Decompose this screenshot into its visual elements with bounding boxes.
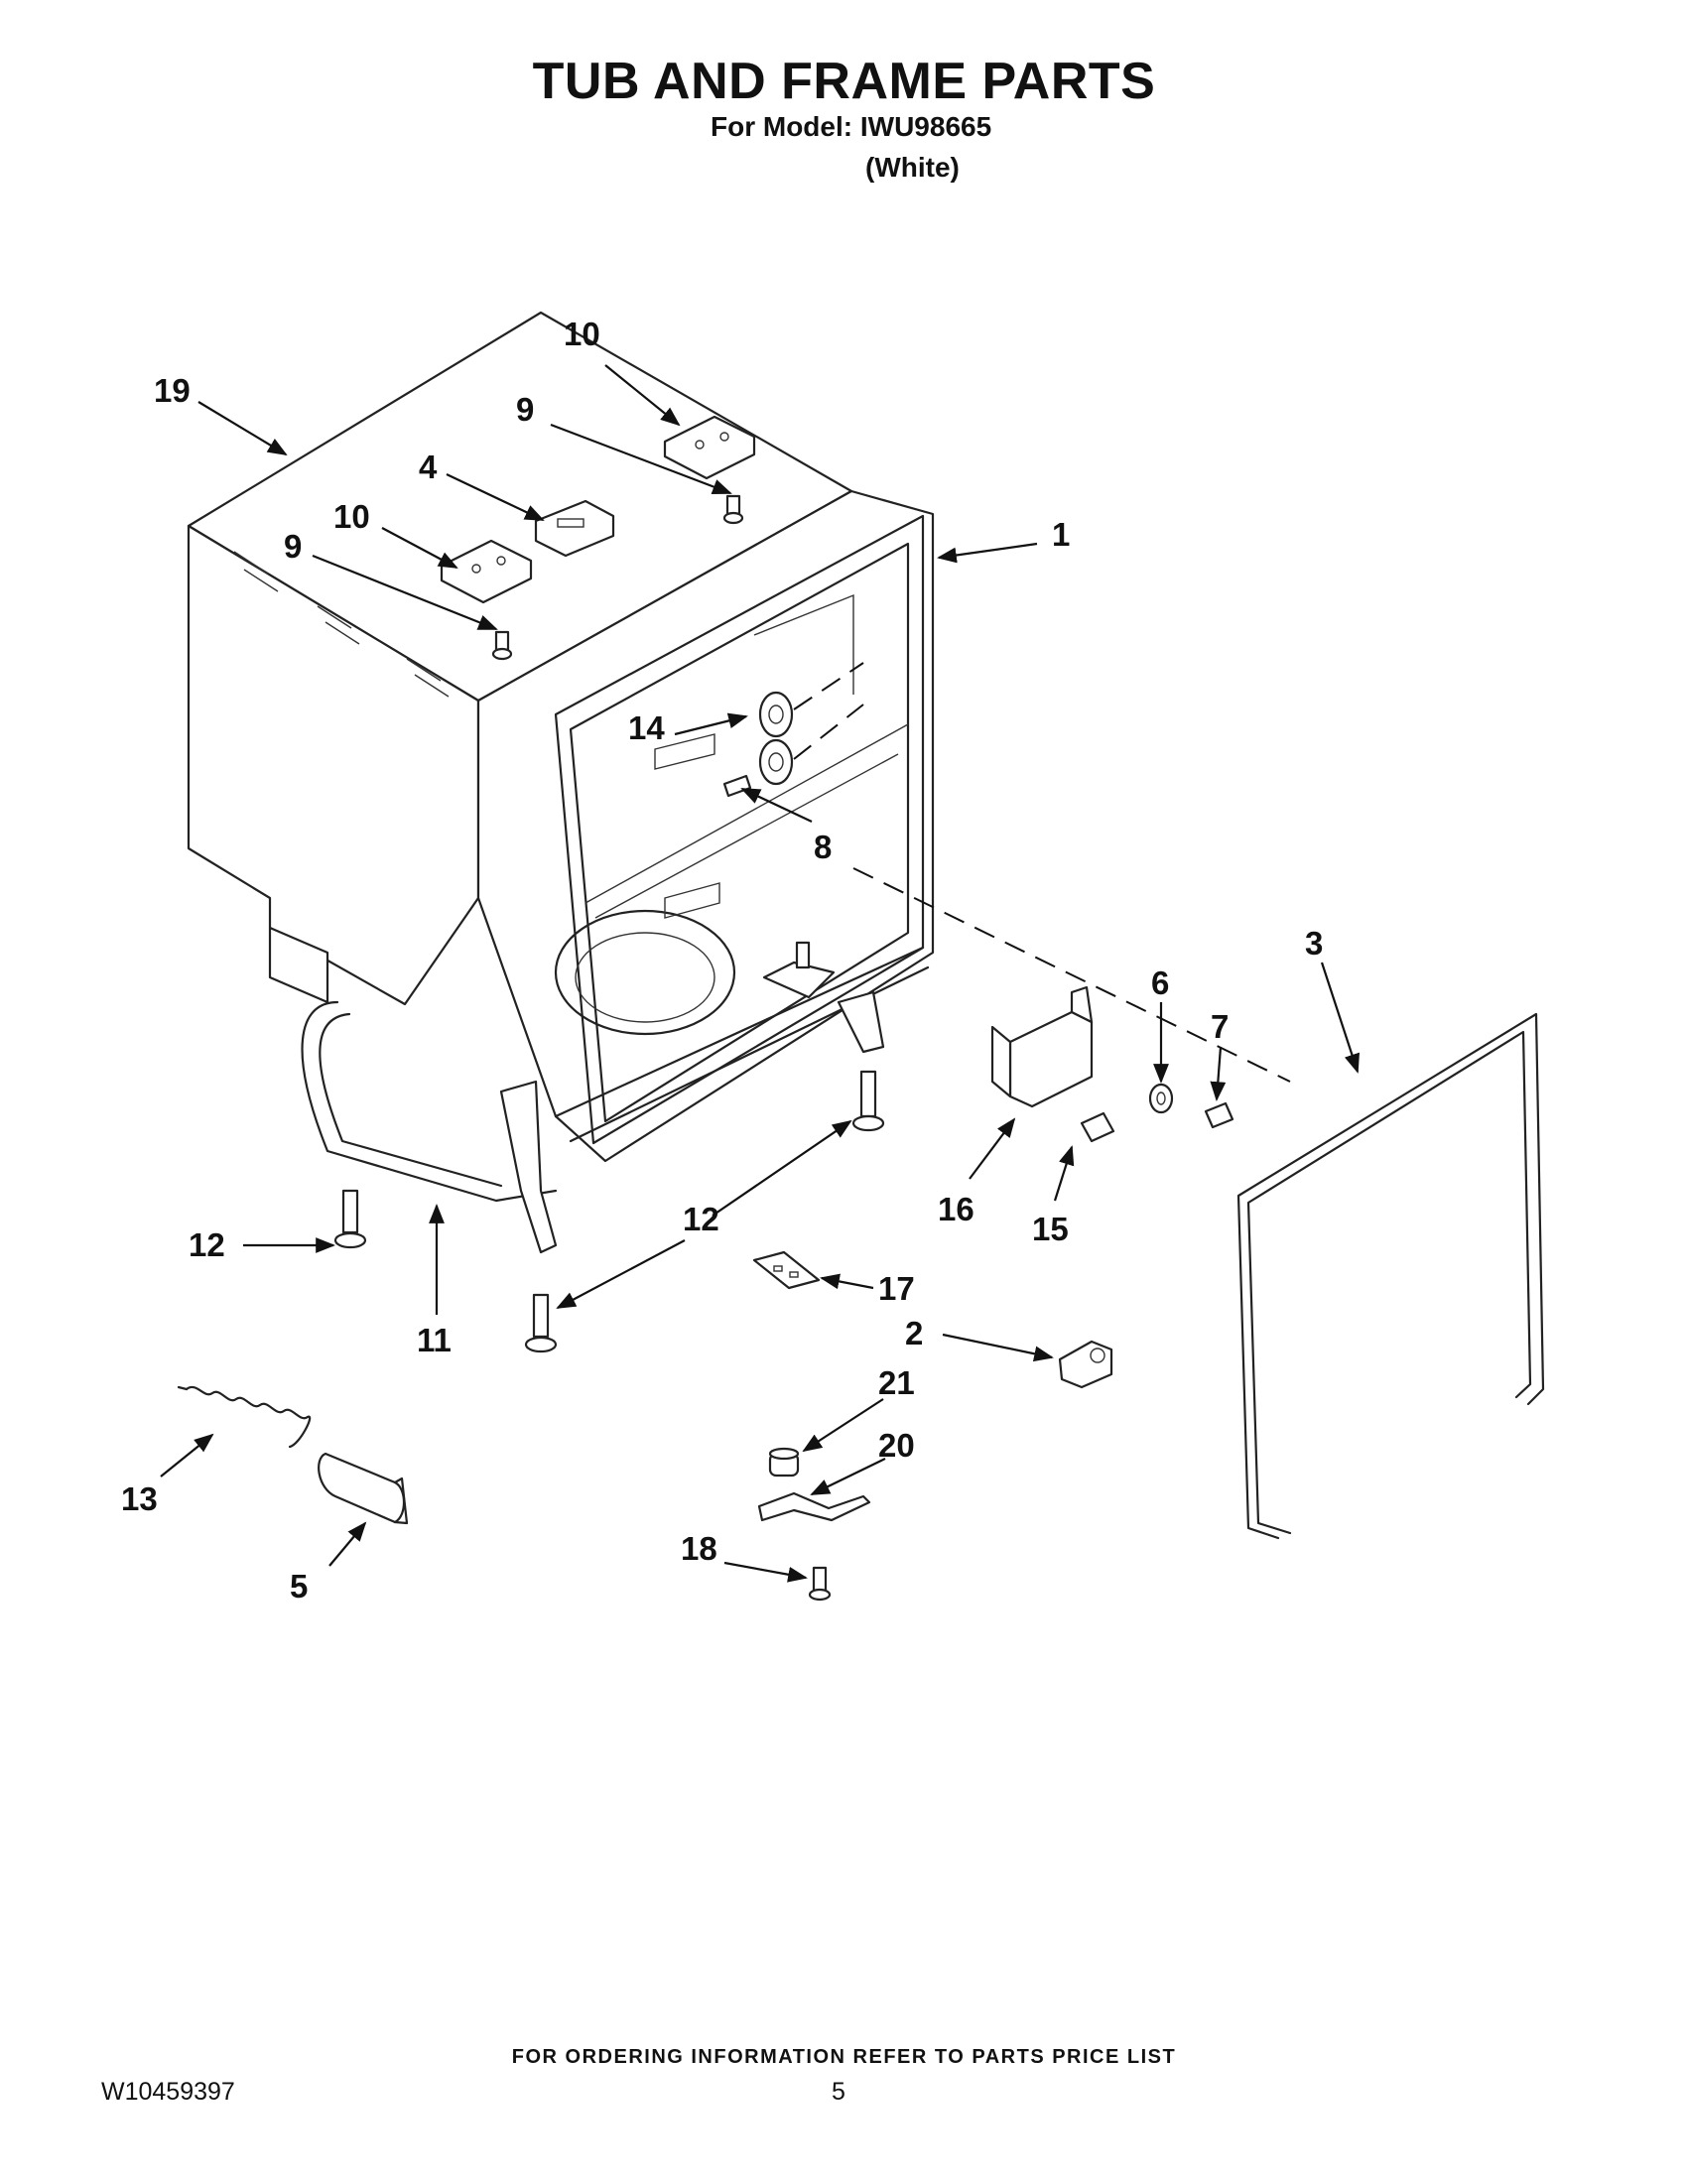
callout-6: 6	[1151, 964, 1169, 1001]
leader-lines	[160, 364, 1360, 1583]
callout-11: 11	[417, 1322, 452, 1358]
callout-9: 9	[284, 528, 302, 565]
leveling-leg	[333, 1189, 367, 1249]
plate	[752, 1250, 821, 1290]
screw	[808, 1566, 832, 1602]
callout-8: 8	[814, 829, 832, 865]
mounting-strap	[757, 1491, 871, 1522]
mounting-bracket	[663, 415, 756, 480]
callout-12: 12	[683, 1201, 719, 1237]
callout-17: 17	[878, 1270, 915, 1307]
callout-10: 10	[333, 498, 370, 535]
roller	[758, 691, 794, 786]
leveling-leg	[851, 1070, 885, 1132]
page-title: TUB AND FRAME PARTS	[532, 53, 1156, 110]
callout-18: 18	[681, 1530, 717, 1567]
bracket-clip	[534, 499, 615, 558]
pad	[318, 1452, 409, 1525]
callout-19: 19	[154, 372, 191, 409]
screw	[722, 494, 744, 525]
callout-12: 12	[189, 1226, 225, 1263]
latch	[1058, 1340, 1113, 1389]
page-number: 5	[832, 2078, 845, 2106]
callout-3: 3	[1305, 925, 1323, 962]
cap	[768, 1447, 800, 1477]
callout-2: 2	[905, 1315, 923, 1351]
callout-21: 21	[878, 1364, 915, 1401]
callout-14: 14	[628, 709, 665, 746]
leveling-leg	[524, 1293, 558, 1353]
mounting-bracket	[440, 539, 533, 604]
callout-7: 7	[1211, 1008, 1229, 1045]
tub-gasket	[1236, 1012, 1545, 1540]
base-frame-rail	[301, 990, 885, 1254]
screw	[1080, 1111, 1115, 1143]
callout-13: 13	[121, 1480, 158, 1517]
callout-5: 5	[290, 1568, 308, 1605]
washer	[1148, 1083, 1174, 1114]
callout-4: 4	[419, 449, 438, 485]
callout-20: 20	[878, 1427, 915, 1464]
screw	[1204, 1101, 1234, 1129]
callout-10: 10	[564, 316, 600, 352]
side-bracket	[990, 985, 1094, 1108]
color-variant: (White)	[865, 152, 960, 183]
callout-16: 16	[938, 1191, 974, 1227]
tub-assembly	[187, 311, 935, 1163]
screw	[491, 630, 513, 661]
callout-15: 15	[1032, 1211, 1069, 1247]
screw	[722, 774, 752, 798]
model-line: For Model: IWU98665	[711, 111, 992, 142]
spring	[177, 1385, 312, 1449]
ordering-note: FOR ORDERING INFORMATION REFER TO PARTS …	[511, 2046, 1177, 2068]
document-number: W10459397	[101, 2078, 235, 2106]
callout-labels: 19 10 9 4 10 9 1 14 8 3 6 7 16 15 12 12 …	[121, 316, 1323, 1605]
callout-1: 1	[1052, 516, 1070, 553]
callout-9: 9	[516, 391, 534, 428]
